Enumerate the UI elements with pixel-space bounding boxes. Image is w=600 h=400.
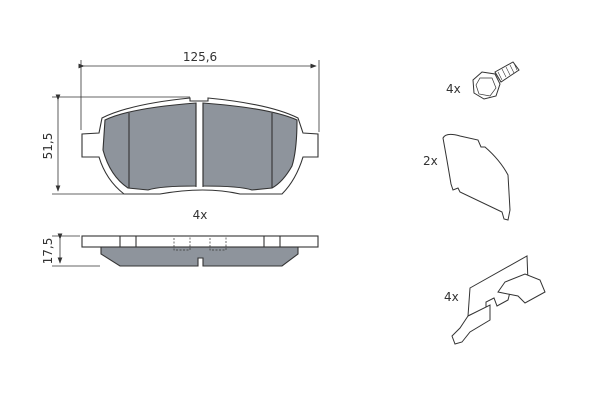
- bolt-icon: [472, 61, 520, 100]
- spring-clip-icon: [451, 255, 546, 345]
- pad-quantity-label: 4x: [193, 208, 208, 222]
- anti-rattle-clip-icon: [442, 133, 511, 221]
- width-label: 125,6: [183, 50, 217, 64]
- bolt-quantity-label: 4x: [446, 82, 461, 96]
- height-dimension: [52, 94, 190, 195]
- height-label: 51,5: [41, 133, 55, 160]
- brake-pad-side-view: [81, 235, 319, 267]
- width-dimension: [78, 60, 320, 132]
- thickness-dimension: [52, 233, 100, 267]
- thickness-label: 17,5: [41, 238, 55, 265]
- brake-pad-front-view: [81, 97, 319, 195]
- spring-quantity-label: 4x: [444, 290, 459, 304]
- clip-quantity-label: 2x: [423, 154, 438, 168]
